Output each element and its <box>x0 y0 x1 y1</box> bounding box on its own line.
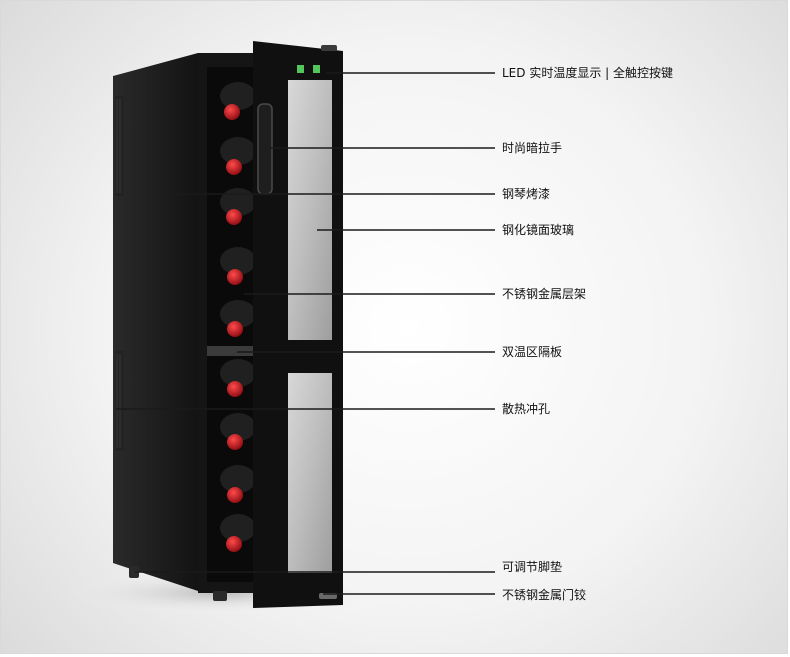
bottle-1 <box>220 82 256 120</box>
bottle-4 <box>220 247 256 285</box>
bottle-6 <box>220 359 256 397</box>
callout-label-paint: 钢琴烤漆 <box>502 187 551 201</box>
bottle-3 <box>220 188 256 225</box>
bottle-7 <box>220 413 256 450</box>
cabinet-side <box>113 53 198 591</box>
callout-label-shelf: 不锈钢金属层架 <box>502 287 587 301</box>
callout-label-divider: 双温区隔板 <box>502 345 563 359</box>
callout-label-vent: 散热冲孔 <box>502 402 551 416</box>
led-display <box>297 65 320 73</box>
wine-bottles <box>220 82 256 552</box>
adjustable-foot-right <box>213 591 227 601</box>
adjustable-foot-left <box>129 566 139 578</box>
vent-grille-top <box>115 96 124 196</box>
dual-zone-divider <box>207 346 255 356</box>
vent-grille-bottom <box>115 351 124 451</box>
glass-panel-bottom <box>288 373 332 573</box>
bottle-2 <box>220 137 256 175</box>
callout-label-glass: 钢化镜面玻璃 <box>502 223 575 237</box>
glass-panel-top <box>288 80 332 340</box>
bottle-9 <box>220 514 256 552</box>
door-handle <box>257 103 273 195</box>
callout-label-hinge: 不锈钢金属门铰 <box>502 588 587 602</box>
bottle-5 <box>220 300 256 337</box>
callout-lines <box>116 72 495 595</box>
callout-label-handle: 时尚暗拉手 <box>502 141 563 155</box>
callout-label-foot: 可调节脚垫 <box>502 560 563 574</box>
callout-label-led: LED 实时温度显示 | 全触控按键 <box>502 66 673 80</box>
door-hinge-top <box>321 45 337 51</box>
bottle-8 <box>220 465 256 503</box>
